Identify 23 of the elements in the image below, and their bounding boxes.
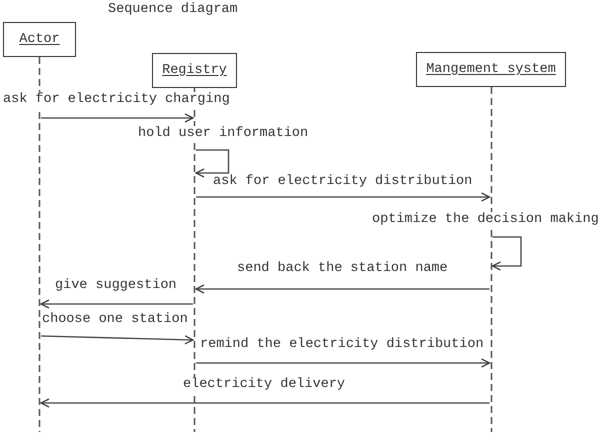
message-label: optimize the decision making: [372, 212, 599, 228]
message-arrow: [40, 398, 490, 408]
message-arrow: [195, 149, 230, 178]
participant-name: Mangement system: [426, 62, 556, 78]
participant-name: Actor: [19, 32, 60, 48]
participant-box: [3, 22, 76, 57]
message-label: hold user information: [138, 126, 308, 142]
message-label: give suggestion: [55, 278, 177, 294]
message-arrow: [196, 192, 490, 202]
message-arrow: [195, 284, 490, 294]
participant-name: Registry: [162, 62, 227, 78]
message-arrow: [492, 236, 522, 271]
participant-box: [416, 52, 566, 87]
diagram-title: Sequence diagram: [108, 2, 238, 18]
message-label: electricity delivery: [183, 377, 346, 393]
message-arrow: [40, 299, 193, 309]
message-label: remind the electricity distribution: [200, 337, 484, 353]
participant-box: [152, 53, 237, 88]
message-arrow: [196, 358, 490, 368]
message-label: ask for electricity distribution: [213, 174, 472, 190]
message-arrow: [41, 113, 194, 123]
message-label: ask for electricity charging: [3, 92, 230, 108]
message-arrow: [40, 335, 194, 344]
